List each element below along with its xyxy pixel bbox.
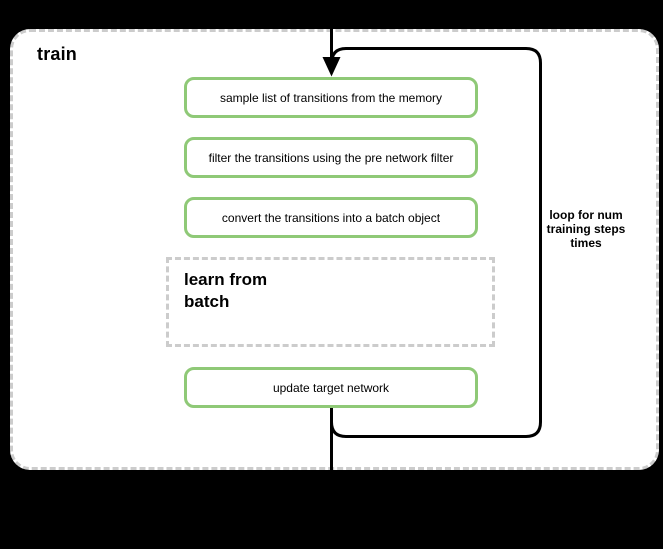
node-label: learn from batch <box>184 270 268 311</box>
node-convert-to-batch: convert the transitions into a batch obj… <box>184 197 478 238</box>
train-label: train <box>37 44 78 64</box>
loop-annotation: loop for num training steps times <box>546 208 626 250</box>
node-label: convert the transitions into a batch obj… <box>221 210 441 225</box>
node-update-target-network: update target network <box>184 367 478 408</box>
node-label: filter the transitions using the pre net… <box>208 150 454 165</box>
node-label: update target network <box>272 380 390 395</box>
node-learn-from-batch: learn from batch <box>166 257 495 347</box>
node-label: sample list of transitions from the memo… <box>219 90 443 105</box>
node-filter-transitions: filter the transitions using the pre net… <box>184 137 478 178</box>
node-sample-transitions: sample list of transitions from the memo… <box>184 77 478 118</box>
